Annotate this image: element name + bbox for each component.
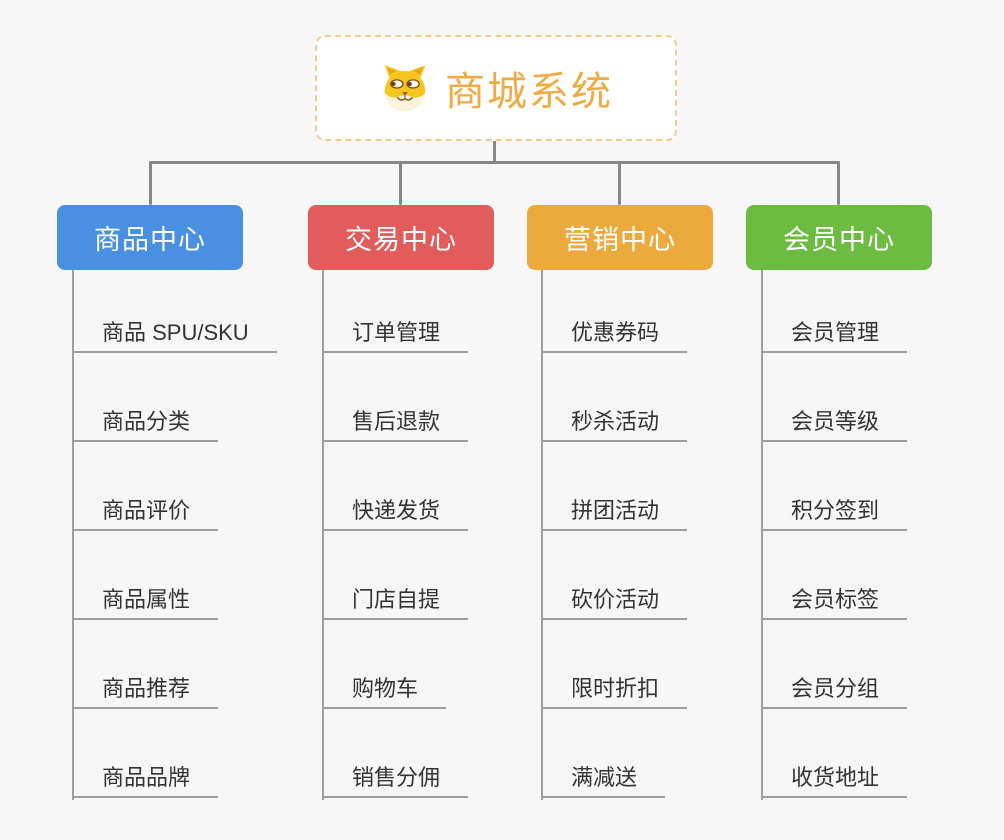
child-connector-line — [72, 270, 74, 800]
child-connector-line — [761, 270, 763, 800]
child-node[interactable]: 满减送 — [541, 767, 666, 798]
child-node[interactable]: 商品品牌 — [72, 767, 219, 798]
child-node[interactable]: 积分签到 — [761, 500, 908, 531]
child-node[interactable]: 会员等级 — [761, 411, 908, 442]
child-node[interactable]: 会员管理 — [761, 322, 908, 353]
bus-line — [149, 161, 840, 164]
child-node[interactable]: 商品属性 — [72, 589, 219, 620]
child-node[interactable]: 优惠券码 — [541, 322, 688, 353]
child-node[interactable]: 秒杀活动 — [541, 411, 688, 442]
branch-drop-line-2 — [399, 161, 402, 205]
child-node[interactable]: 售后退款 — [322, 411, 469, 442]
child-node[interactable]: 销售分佣 — [322, 767, 469, 798]
branch-box-product-center[interactable]: 商品中心 — [57, 205, 243, 270]
branch-box-trade-center[interactable]: 交易中心 — [308, 205, 494, 270]
dog-face-icon — [379, 62, 431, 114]
child-node[interactable]: 拼团活动 — [541, 500, 688, 531]
child-connector-line — [541, 270, 543, 800]
child-node[interactable]: 砍价活动 — [541, 589, 688, 620]
child-node[interactable]: 会员分组 — [761, 678, 908, 709]
child-node[interactable]: 门店自提 — [322, 589, 469, 620]
child-node[interactable]: 收货地址 — [761, 767, 908, 798]
child-node[interactable]: 限时折扣 — [541, 678, 688, 709]
root-node[interactable]: 商城系统 — [315, 35, 677, 141]
root-drop-line — [493, 139, 496, 164]
branch-drop-line-3 — [618, 161, 621, 205]
child-node[interactable]: 商品评价 — [72, 500, 219, 531]
child-node[interactable]: 订单管理 — [322, 322, 469, 353]
child-node[interactable]: 商品分类 — [72, 411, 219, 442]
child-connector-line — [322, 270, 324, 800]
root-title: 商城系统 — [445, 70, 613, 114]
child-node[interactable]: 商品 SPU/SKU — [72, 322, 277, 353]
branch-drop-line-4 — [837, 161, 840, 205]
child-node[interactable]: 快递发货 — [322, 500, 469, 531]
branch-drop-line-1 — [149, 161, 152, 205]
child-node[interactable]: 商品推荐 — [72, 678, 219, 709]
child-node[interactable]: 购物车 — [322, 678, 447, 709]
child-node[interactable]: 会员标签 — [761, 589, 908, 620]
branch-box-member-center[interactable]: 会员中心 — [746, 205, 932, 270]
branch-box-marketing-center[interactable]: 营销中心 — [527, 205, 713, 270]
